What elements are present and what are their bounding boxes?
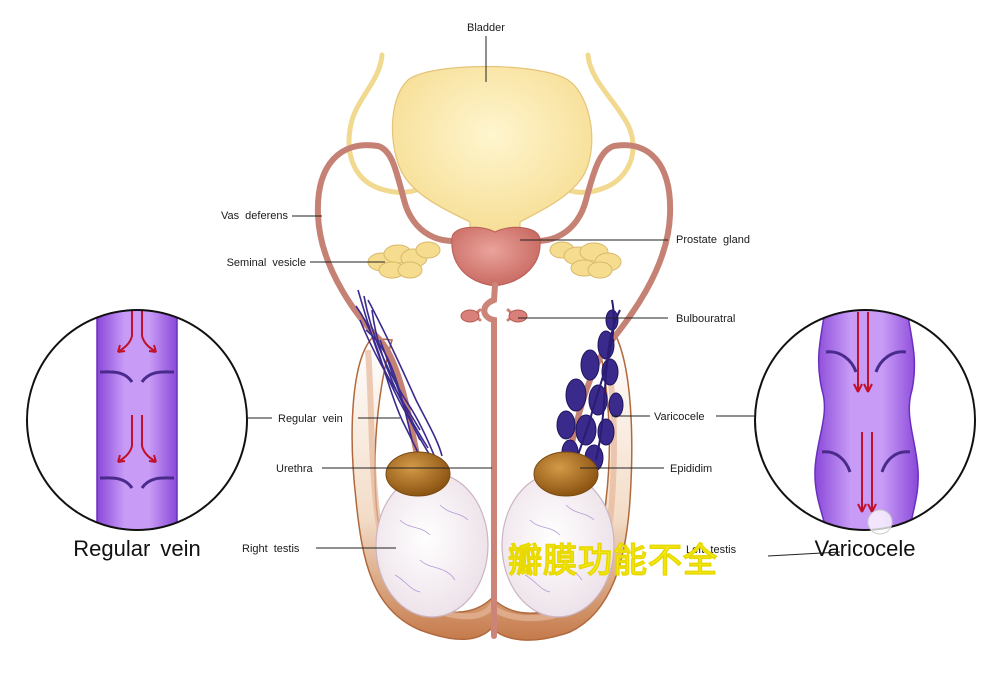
labels: Bladder Vas deferens Seminal vesicle Pro… xyxy=(221,22,750,556)
right-testis xyxy=(375,451,489,618)
label-epididim: Epididim xyxy=(670,463,712,475)
overlay-text: 瓣膜功能不全 xyxy=(508,541,718,581)
regular-vein-inset xyxy=(26,309,248,531)
label-regular-vein: Regular vein xyxy=(278,413,343,425)
bladder xyxy=(391,65,593,239)
label-prostate-gland: Prostate gland xyxy=(676,234,750,246)
regular-veins xyxy=(355,289,443,467)
label-varicocele: Varicocele xyxy=(654,411,705,423)
left-testis xyxy=(501,451,615,618)
label-seminal-vesicle: Seminal vesicle xyxy=(227,257,306,269)
label-right-testis: Right testis xyxy=(242,543,300,555)
label-urethra: Urethra xyxy=(276,463,314,475)
label-left-testis: Left testis xyxy=(686,544,737,556)
label-bladder: Bladder xyxy=(467,22,505,34)
prostate xyxy=(451,226,541,287)
seminal-vesicles xyxy=(367,241,622,279)
label-vas-deferens: Vas deferens xyxy=(221,210,289,222)
urethra xyxy=(475,282,513,639)
leader-lines xyxy=(247,36,841,557)
watermark-icon xyxy=(867,509,893,535)
caption-varicocele: Varicocele xyxy=(814,536,915,561)
bulbourethral-glands xyxy=(460,309,528,323)
label-bulbouratral: Bulbouratral xyxy=(676,313,735,325)
caption-regular-vein: Regular vein xyxy=(73,536,201,561)
varicocele-inset xyxy=(754,309,976,535)
